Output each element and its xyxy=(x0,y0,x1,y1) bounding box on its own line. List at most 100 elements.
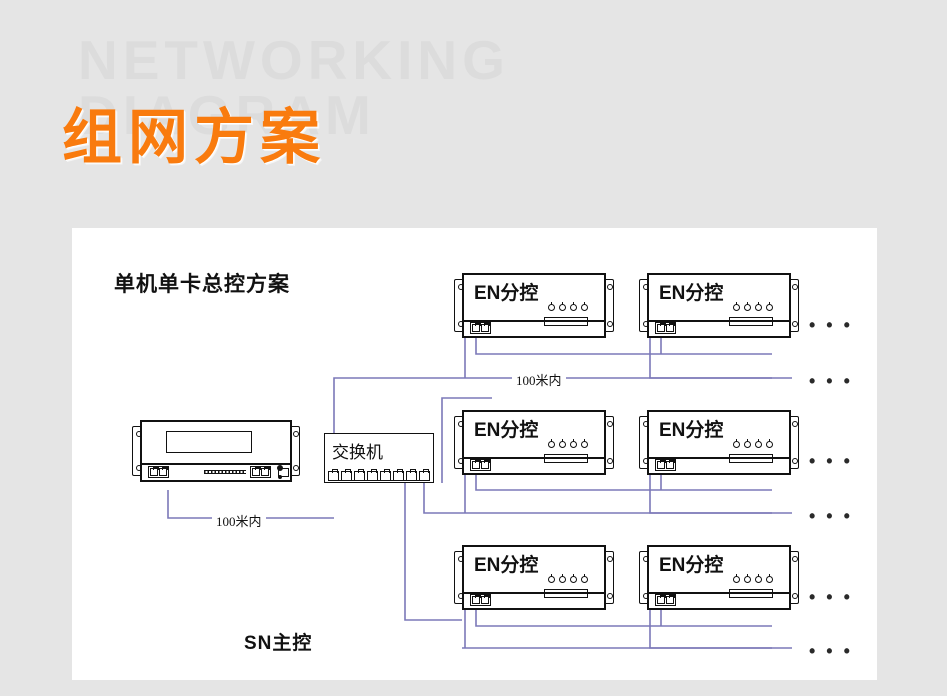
sub-rj45-pair[interactable] xyxy=(470,322,491,334)
sub-rj45-pair[interactable] xyxy=(655,594,676,606)
indicator-knobs xyxy=(733,439,773,448)
knob-1[interactable] xyxy=(733,302,740,311)
master-controller[interactable] xyxy=(128,420,304,482)
knob-2[interactable] xyxy=(744,302,751,311)
knob-1[interactable] xyxy=(548,302,555,311)
switch-port-6[interactable] xyxy=(393,469,404,480)
sub-port-strip xyxy=(464,457,604,473)
sub-port-strip xyxy=(649,457,789,473)
rj45-port[interactable] xyxy=(481,459,490,469)
wire-en4-leg-a xyxy=(649,475,792,514)
rj45-port[interactable] xyxy=(472,322,481,332)
knob-4[interactable] xyxy=(766,302,773,311)
knob-2[interactable] xyxy=(559,574,566,583)
master-port-strip xyxy=(142,463,290,480)
knob-3[interactable] xyxy=(570,302,577,311)
wire-switch-row2 xyxy=(423,483,462,514)
ellipsis-row3-bus: • • • xyxy=(809,641,853,661)
sub-rj45-pair[interactable] xyxy=(470,594,491,606)
diagram-subtitle: 单机单卡总控方案 xyxy=(114,273,290,296)
knob-3[interactable] xyxy=(755,574,762,583)
rj45-port[interactable] xyxy=(481,594,490,604)
indicator-knobs xyxy=(548,302,588,311)
rj45-port[interactable] xyxy=(666,594,675,604)
master-rj45-pair[interactable] xyxy=(148,466,169,478)
sub-controller-label: EN分控 xyxy=(474,555,539,576)
rj45-port[interactable] xyxy=(481,322,490,332)
rj45-port[interactable] xyxy=(150,466,159,476)
wire-en6-leg-a xyxy=(649,610,792,649)
ellipsis-row1-bus: • • • xyxy=(809,371,853,391)
knob-1[interactable] xyxy=(733,574,740,583)
switch-chassis: 交换机 xyxy=(324,433,434,483)
switch-port-row[interactable] xyxy=(328,466,430,480)
rj45-port[interactable] xyxy=(472,594,481,604)
sub-controller-2[interactable]: EN分控 xyxy=(635,273,803,338)
sub-chassis: EN分控 xyxy=(462,410,606,475)
rj45-port[interactable] xyxy=(252,466,261,476)
sub-rj45-pair[interactable] xyxy=(655,459,676,471)
sub-controller-3[interactable]: EN分控 xyxy=(450,410,618,475)
knob-4[interactable] xyxy=(581,574,588,583)
sub-port-strip xyxy=(649,320,789,336)
rj45-port[interactable] xyxy=(159,466,168,476)
rj45-port[interactable] xyxy=(657,322,666,332)
master-chassis xyxy=(140,420,292,482)
knob-2[interactable] xyxy=(559,302,566,311)
rj45-port[interactable] xyxy=(666,459,675,469)
dip-switch[interactable] xyxy=(204,470,246,474)
sub-controller-5[interactable]: EN分控 xyxy=(450,545,618,610)
knob-3[interactable] xyxy=(570,439,577,448)
switch-port-4[interactable] xyxy=(367,469,378,480)
sub-rj45-pair[interactable] xyxy=(470,459,491,471)
knob-4[interactable] xyxy=(581,439,588,448)
rj45-port[interactable] xyxy=(472,459,481,469)
knob-3[interactable] xyxy=(755,302,762,311)
knob-4[interactable] xyxy=(766,574,773,583)
sub-controller-label: EN分控 xyxy=(474,283,539,304)
knob-3[interactable] xyxy=(570,574,577,583)
wire-en5-leg-b xyxy=(475,610,772,627)
knob-2[interactable] xyxy=(559,439,566,448)
knob-2[interactable] xyxy=(744,439,751,448)
knob-1[interactable] xyxy=(548,439,555,448)
switch-port-3[interactable] xyxy=(354,469,365,480)
knob-4[interactable] xyxy=(581,302,588,311)
round-connector-bottom[interactable] xyxy=(278,475,282,479)
knob-1[interactable] xyxy=(733,439,740,448)
sub-port-strip xyxy=(649,592,789,608)
wire-en3-leg-b xyxy=(475,475,772,491)
sub-controller-label: EN分控 xyxy=(659,283,724,304)
ellipsis-row1-device: • • • xyxy=(809,315,853,335)
sub-controller-label: EN分控 xyxy=(659,420,724,441)
master-label: SN主控 xyxy=(244,633,313,654)
network-switch[interactable]: 交换机 xyxy=(324,433,434,483)
ellipsis-row2-bus: • • • xyxy=(809,506,853,526)
rj45-port[interactable] xyxy=(261,466,270,476)
knob-3[interactable] xyxy=(755,439,762,448)
sub-port-strip xyxy=(464,592,604,608)
sub-controller-6[interactable]: EN分控 xyxy=(635,545,803,610)
switch-port-5[interactable] xyxy=(380,469,391,480)
rj45-port[interactable] xyxy=(657,459,666,469)
switch-port-1[interactable] xyxy=(328,469,339,480)
rj45-port[interactable] xyxy=(666,322,675,332)
knob-2[interactable] xyxy=(744,574,751,583)
sub-rj45-pair[interactable] xyxy=(655,322,676,334)
square-port[interactable] xyxy=(278,468,289,477)
knob-4[interactable] xyxy=(766,439,773,448)
master-rj45-pair-2[interactable] xyxy=(250,466,271,478)
switch-port-7[interactable] xyxy=(406,469,417,480)
switch-port-2[interactable] xyxy=(341,469,352,480)
sub-controller-label: EN分控 xyxy=(474,420,539,441)
watermark-line-1: NETWORKING xyxy=(78,29,510,91)
distance-label-top: 100米内 xyxy=(512,370,566,389)
wire-en1-leg-b xyxy=(475,338,772,355)
sub-controller-1[interactable]: EN分控 xyxy=(450,273,618,338)
switch-label: 交换机 xyxy=(332,443,383,462)
sub-controller-4[interactable]: EN分控 xyxy=(635,410,803,475)
knob-1[interactable] xyxy=(548,574,555,583)
rj45-port[interactable] xyxy=(657,594,666,604)
round-connector-top[interactable] xyxy=(277,465,283,471)
switch-port-8[interactable] xyxy=(419,469,430,480)
